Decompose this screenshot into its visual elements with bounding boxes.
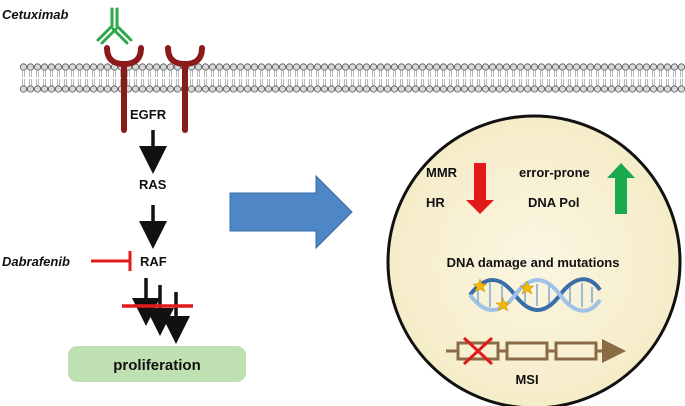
dna-helix-icon	[468, 277, 602, 313]
cetuximab-antibody-icon	[96, 7, 133, 45]
cell-membrane	[20, 62, 685, 95]
gene-track	[446, 339, 626, 363]
msi-label: MSI	[515, 372, 538, 387]
mmr-label: MMR	[426, 165, 458, 180]
mutation-star-icons	[472, 278, 535, 312]
dabrafenib-label: Dabrafenib	[2, 254, 70, 269]
egfr-receptor-left	[104, 45, 144, 133]
proliferation-box	[68, 346, 246, 382]
gene-knockout-cross-icon	[462, 336, 494, 366]
down-arrow-icon	[466, 163, 494, 214]
error-prone-label: error-prone	[519, 165, 590, 180]
dna-damage-label: DNA damage and mutations	[447, 255, 620, 270]
big-arrow-icon	[229, 174, 353, 250]
ras-label: RAS	[139, 177, 167, 192]
dna-pol-label: DNA Pol	[528, 195, 580, 210]
raf-label: RAF	[140, 254, 167, 269]
dna-damage-circle	[386, 114, 682, 406]
proliferation-label: proliferation	[113, 357, 201, 374]
egfr-label: EGFR	[130, 107, 167, 122]
dabrafenib-inhibition-line	[91, 251, 132, 271]
cetuximab-label: Cetuximab	[2, 7, 69, 22]
up-arrow-icon	[607, 163, 635, 214]
hr-label: HR	[426, 195, 445, 210]
raf-to-proliferation-arrows	[132, 278, 190, 344]
egfr-receptor-right	[165, 45, 205, 133]
